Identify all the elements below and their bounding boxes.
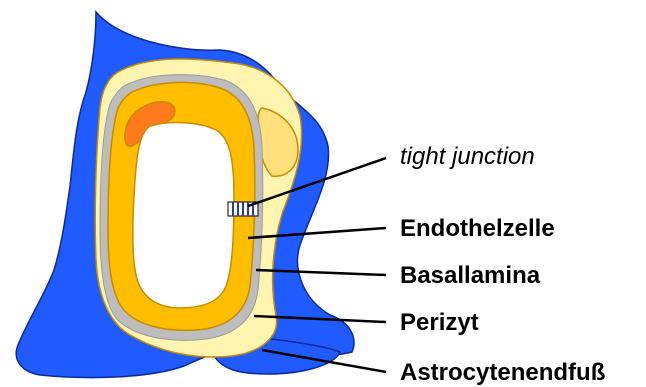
label-basallamina: Basallamina (400, 262, 541, 289)
label-astrocytenendfuss: Astrocytenendfuß (400, 359, 605, 386)
label-endothelzelle: Endothelzelle (400, 215, 555, 242)
label-perizyt: Perizyt (400, 309, 479, 336)
vessel-lumen (133, 123, 234, 308)
labels: tight junction Endothelzelle Basallamina… (400, 143, 605, 386)
label-tight-junction: tight junction (400, 143, 535, 170)
